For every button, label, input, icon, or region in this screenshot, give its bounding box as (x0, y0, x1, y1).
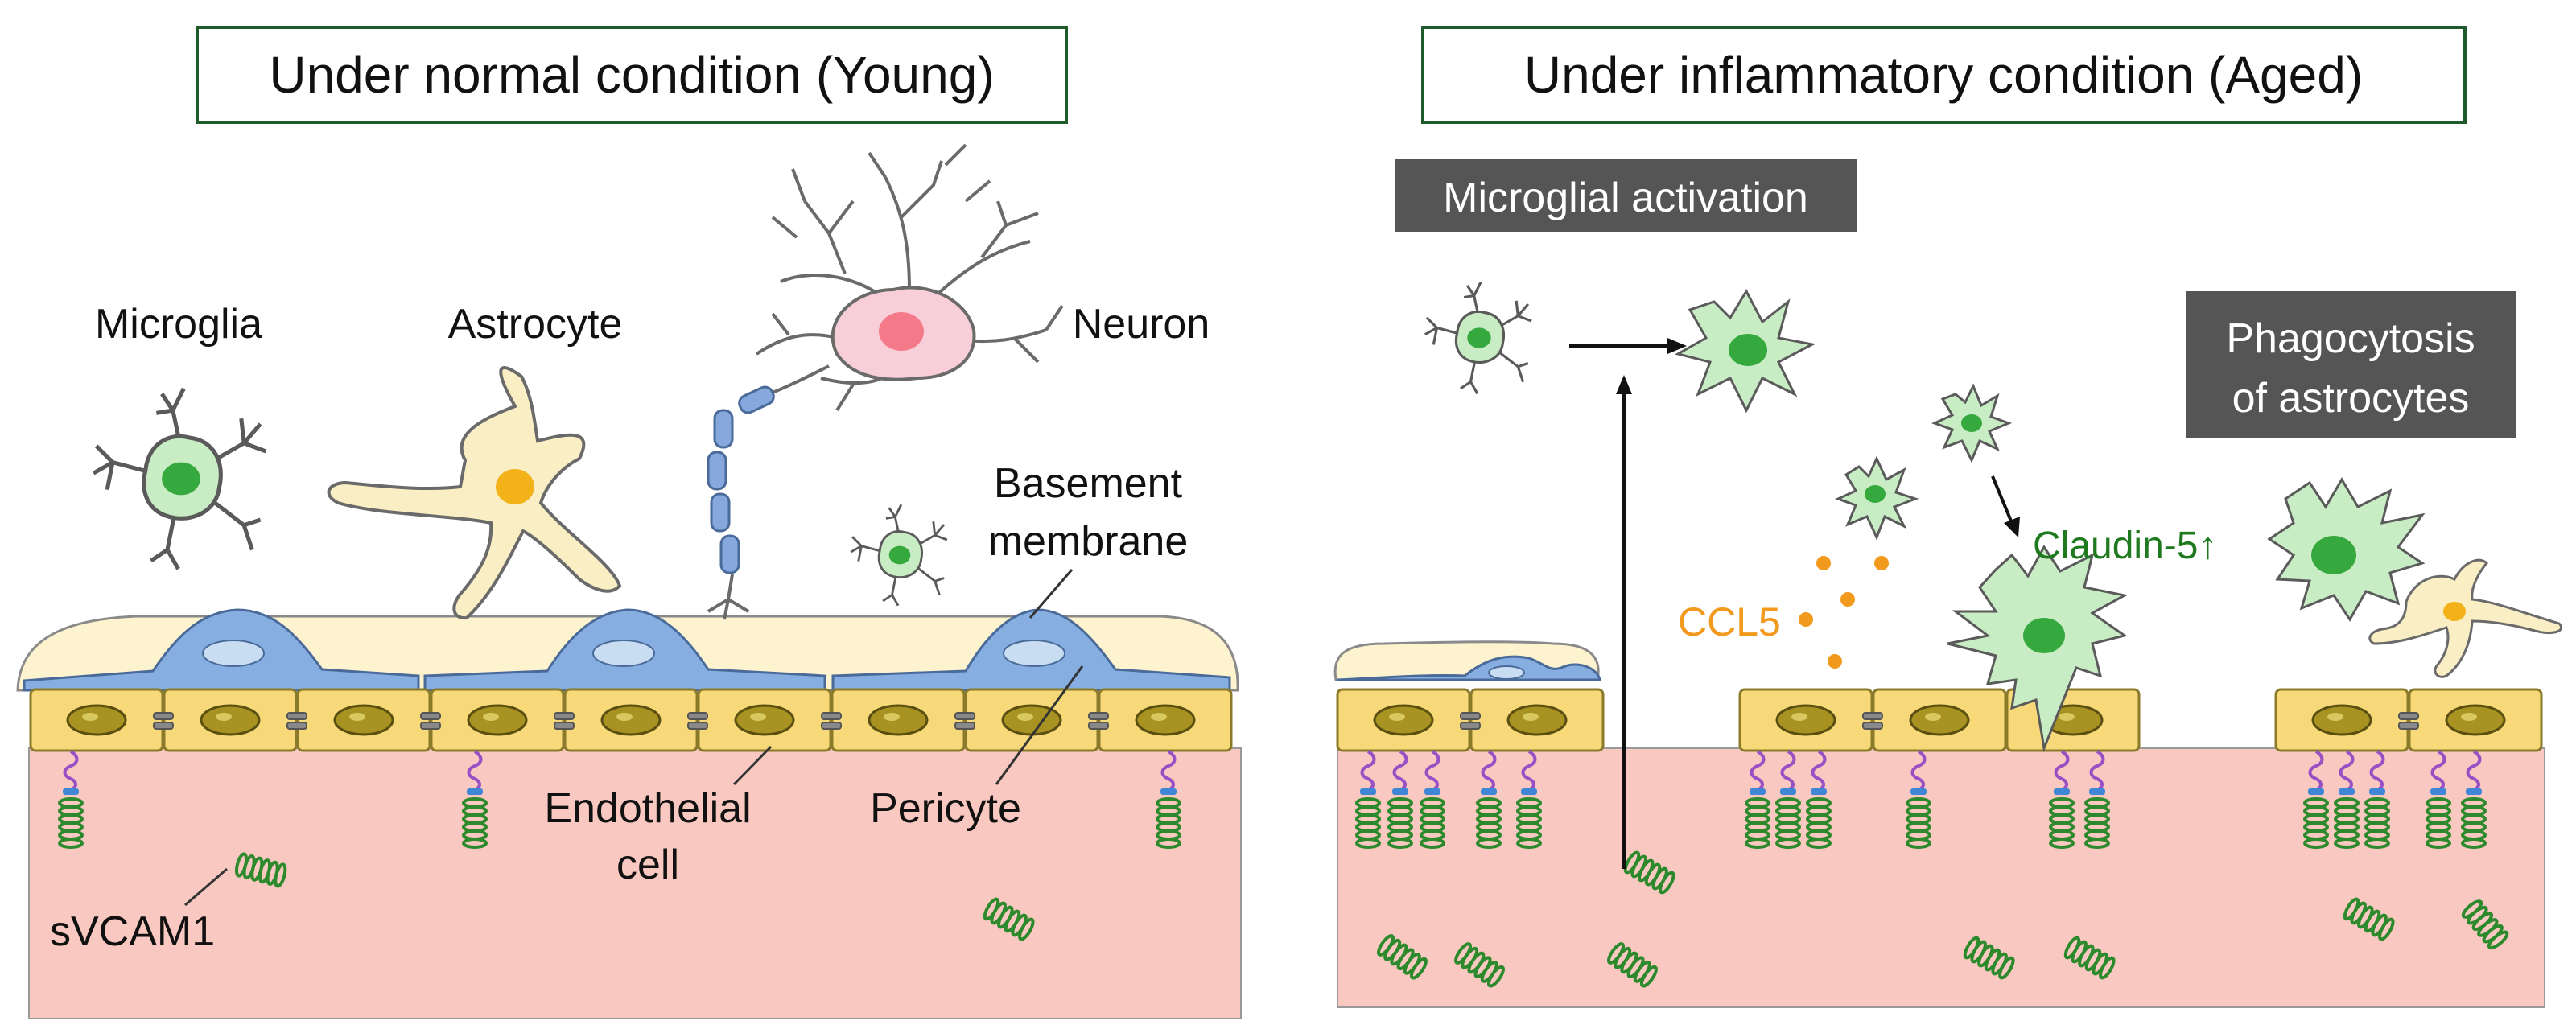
label-endothelial-line2: cell (616, 842, 679, 888)
label-pericyte: Pericyte (870, 785, 1021, 832)
arrows (1569, 338, 2020, 869)
label-basement-line2: membrane (988, 518, 1189, 565)
ccl5-dots (1799, 556, 1889, 669)
right-basement-fragment (1333, 640, 1601, 681)
right-endothelial-groups (1336, 688, 2543, 752)
left-endothelial-row (29, 688, 1233, 752)
phagocytosed-astrocyte (2368, 558, 2562, 678)
activated-microglia-cells (1675, 288, 2426, 753)
svcam1-pointer (184, 867, 228, 907)
basement-pointer (1028, 569, 1074, 619)
left-title: Under normal condition (Young) (269, 46, 994, 104)
microglia-cell (93, 389, 266, 569)
right-title-box (1421, 26, 2467, 124)
microglial-activation-box (1395, 159, 1857, 232)
microglia-small-cell (849, 503, 949, 607)
label-endothelial-line1: Endothelial (544, 785, 751, 832)
label-phagocytosis-line2: of astrocytes (2232, 375, 2470, 422)
label-microglia: Microglia (95, 301, 262, 348)
label-neuron: Neuron (1073, 301, 1210, 348)
label-ccl5: CCL5 (1678, 599, 1781, 644)
resting-microglia-cell (1424, 281, 1533, 395)
label-claudin5: Claudin-5↑ (2033, 525, 2217, 567)
neuron-cell (707, 143, 1064, 620)
left-panel: Under normal condition (Young) (16, 26, 1242, 1019)
right-title: Under inflammatory condition (Aged) (1524, 46, 2363, 104)
label-basement-line1: Basement (994, 460, 1183, 507)
endothelial-pointer (732, 745, 773, 786)
right-panel: Under inflammatory condition (Aged) Micr… (1333, 26, 2562, 1008)
pericyte-pointer (995, 665, 1084, 785)
astrocyte-cell (327, 366, 622, 620)
label-svcam1: sVCAM1 (50, 908, 215, 955)
left-title-box (196, 26, 1068, 124)
right-tissue (1337, 747, 2545, 1008)
myelin-sheath (707, 385, 775, 574)
label-phagocytosis-line1: Phagocytosis (2226, 315, 2475, 362)
pericyte-shapes (23, 608, 1231, 692)
label-microglial-activation: Microglial activation (1443, 175, 1808, 221)
label-astrocyte: Astrocyte (448, 301, 623, 348)
phagocytosis-box (2186, 291, 2516, 438)
left-tissue (28, 747, 1242, 1019)
